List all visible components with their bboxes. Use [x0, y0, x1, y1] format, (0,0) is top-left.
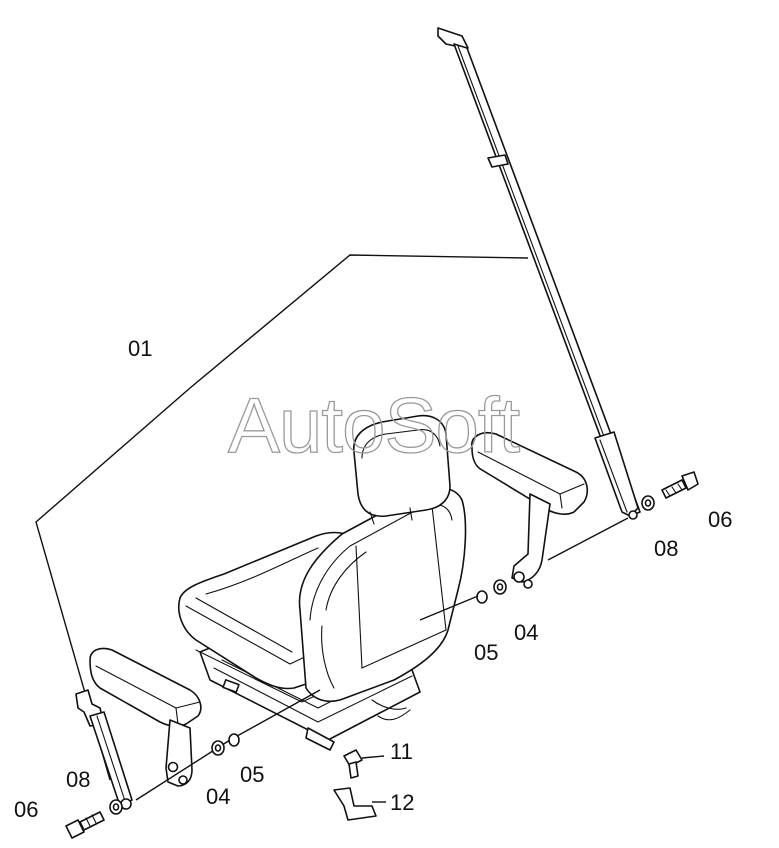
- part-number-08-right: 08: [654, 536, 678, 561]
- leader-right-cushion: [419, 595, 479, 621]
- bushing-05-left: [228, 733, 240, 747]
- washer-08-left: [109, 799, 123, 815]
- part-number-06-left: 06: [14, 797, 38, 822]
- part-number-01: 01: [128, 336, 152, 361]
- bolt-06-right: [661, 471, 699, 499]
- leader-left-seat: [229, 689, 321, 741]
- part-number-06-right: 06: [708, 507, 732, 532]
- washer-04-right: [493, 579, 507, 595]
- washer-08-right: [641, 495, 655, 511]
- part-number-04-left: 04: [206, 784, 230, 809]
- watermark-text: AutoSoft: [228, 381, 521, 469]
- part-number-04-right: 04: [514, 620, 538, 645]
- part-number-08-left: 08: [66, 767, 90, 792]
- part-number-12: 12: [390, 790, 414, 815]
- part-number-05-right: 05: [474, 640, 498, 665]
- bolt-06-left: [65, 811, 105, 839]
- bolt-11: [343, 749, 385, 779]
- part-number-11: 11: [390, 739, 413, 764]
- armrest-right: [471, 432, 589, 589]
- seat-belt-left: [75, 689, 133, 810]
- washer-04-left: [211, 740, 225, 756]
- bushing-05-right: [476, 590, 488, 604]
- armrest-left: [89, 647, 202, 787]
- part-number-05-left: 05: [240, 762, 264, 787]
- seat-back: [298, 487, 467, 703]
- headrest: [353, 414, 451, 525]
- seat-belt-right: [437, 27, 641, 520]
- leader-right-belt: [547, 517, 629, 561]
- bracket-12: [333, 787, 386, 821]
